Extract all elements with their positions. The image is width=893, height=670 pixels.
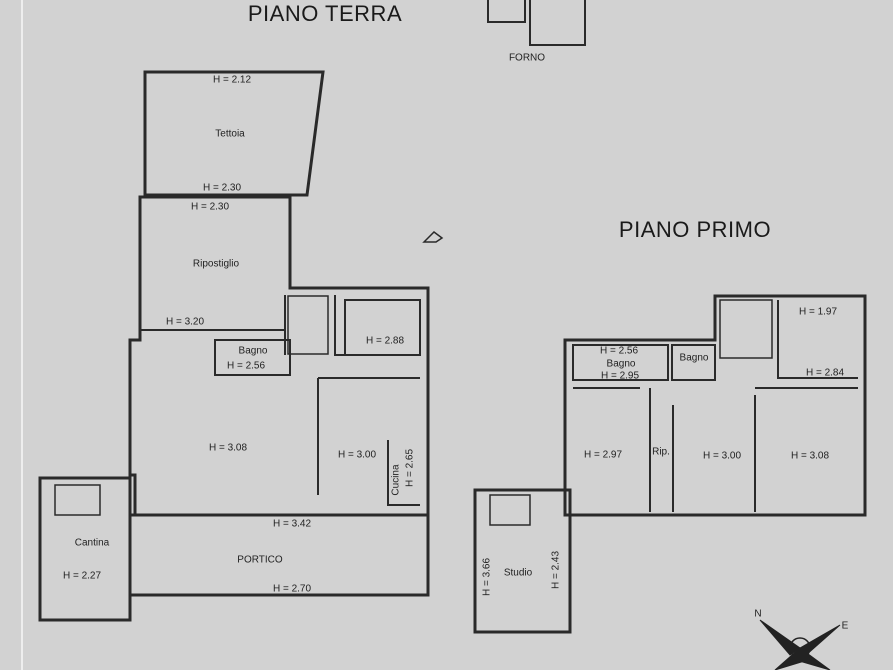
cantina-walls xyxy=(38,476,132,622)
label-room3-h: H = 3.08 xyxy=(790,450,830,462)
label-ripostiglio-h: H = 2.30 xyxy=(190,201,230,213)
first-interior-walls xyxy=(572,300,858,512)
label-portico: PORTICO xyxy=(237,554,283,566)
label-room1-h: H = 2.97 xyxy=(583,449,623,461)
label-tettoia-h-top: H = 2.12 xyxy=(212,74,252,86)
label-forno: FORNO xyxy=(508,52,546,64)
title-piano-terra: PIANO TERRA xyxy=(247,1,403,26)
label-ripostiglio: Ripostiglio xyxy=(192,258,240,270)
label-bagno1-h-bottom: H = 2.95 xyxy=(600,370,640,382)
compass-north-label: N xyxy=(754,608,762,620)
label-studio-h2: H = 2.43 xyxy=(550,550,562,590)
label-studio: Studio xyxy=(503,567,533,579)
label-bagno-ground-h: H = 2.56 xyxy=(226,360,266,372)
forno-outline xyxy=(487,0,586,46)
cursor-icon xyxy=(422,231,444,243)
ground-interior-walls xyxy=(140,295,421,506)
studio-stair xyxy=(489,494,531,526)
ground-stair xyxy=(287,295,329,355)
label-bagno2: Bagno xyxy=(679,352,709,364)
label-room2-h: H = 3.00 xyxy=(702,450,742,462)
label-h-300: H = 3.00 xyxy=(337,449,377,461)
tettoia-walls xyxy=(143,70,325,197)
title-piano-primo: PIANO PRIMO xyxy=(618,217,772,242)
label-cantina-h: H = 2.27 xyxy=(62,570,102,582)
label-bagno-ground: Bagno xyxy=(238,345,268,357)
label-bagno1-h-top: H = 2.56 xyxy=(599,345,639,357)
studio-walls xyxy=(473,488,572,634)
label-cucina-h: H = 2.65 xyxy=(404,448,416,488)
label-bagno1: Bagno xyxy=(606,358,636,370)
compass-east-label: E xyxy=(841,620,849,632)
label-stair-h: H = 1.97 xyxy=(798,306,838,318)
label-portico-h-top: H = 3.42 xyxy=(272,518,312,530)
first-floor-walls xyxy=(563,294,867,517)
label-living-h: H = 3.08 xyxy=(208,442,248,454)
label-portico-h-bottom: H = 2.70 xyxy=(272,583,312,595)
compass-rose-icon xyxy=(759,619,841,670)
label-tettoia: Tettoia xyxy=(215,128,245,140)
label-h-288: H = 2.88 xyxy=(365,335,405,347)
first-stair xyxy=(719,299,773,359)
label-cucina: Cucina xyxy=(390,464,402,496)
label-rip: Rip. xyxy=(652,446,670,458)
label-cantina: Cantina xyxy=(74,537,110,549)
label-hall-h: H = 2.84 xyxy=(805,367,845,379)
label-studio-h1: H = 3.66 xyxy=(481,557,493,597)
label-tettoia-h-bottom: H = 2.30 xyxy=(202,182,242,194)
cantina-stair xyxy=(54,484,101,516)
label-h-320: H = 3.20 xyxy=(165,316,205,328)
